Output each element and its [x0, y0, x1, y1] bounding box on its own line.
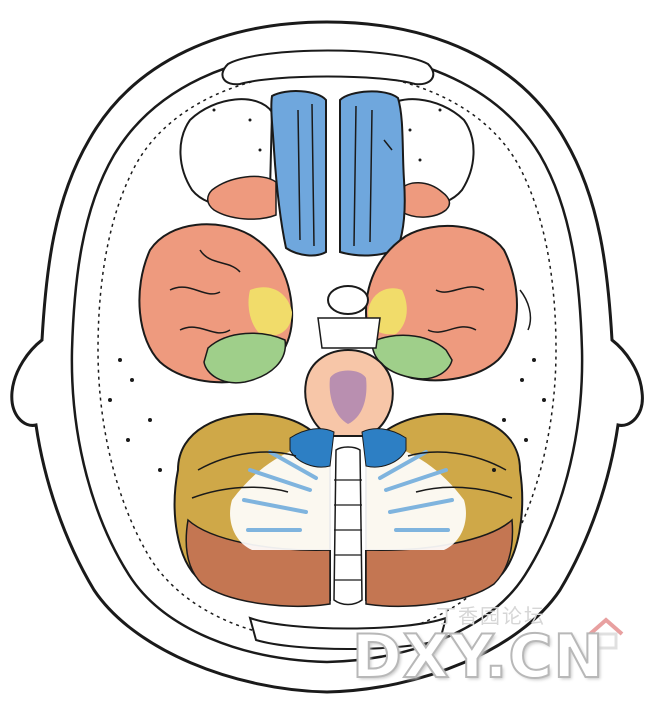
clivus-outline	[318, 318, 380, 348]
watermark-brand: DXY.CN	[352, 622, 605, 692]
pituitary-fossa	[328, 286, 368, 314]
vermis	[334, 447, 362, 605]
